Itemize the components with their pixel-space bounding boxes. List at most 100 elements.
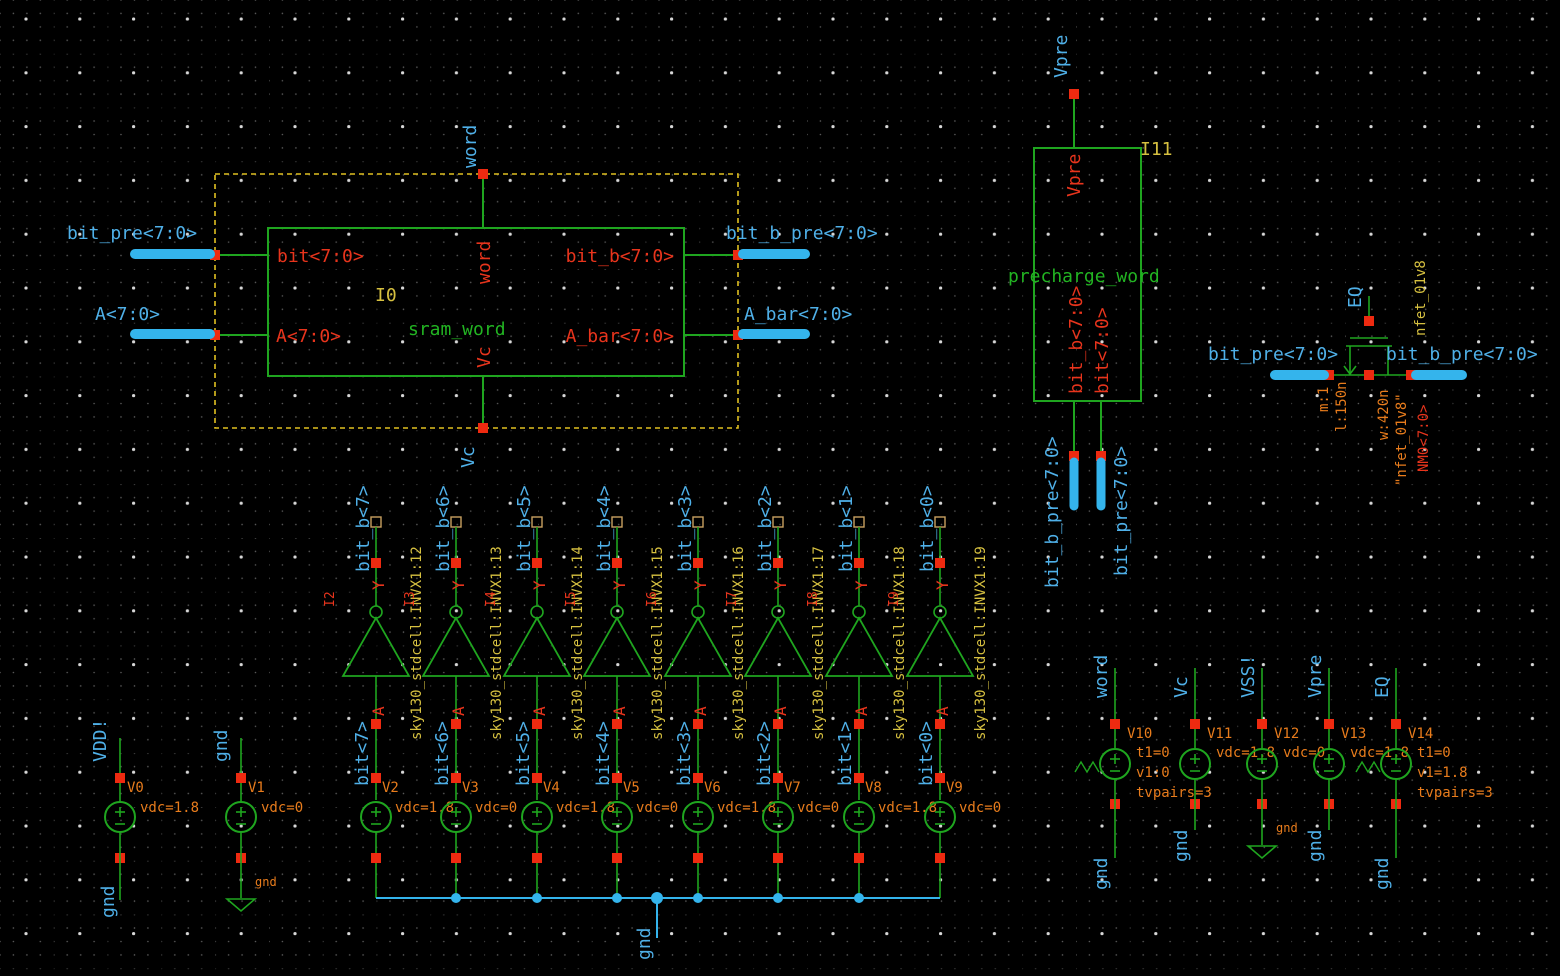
pin-src-bottom[interactable] (371, 853, 381, 863)
pin-src-top[interactable] (693, 773, 703, 783)
pin-label-a: A (691, 706, 710, 716)
pin-top[interactable] (1257, 719, 1267, 729)
pin-src-top[interactable] (371, 773, 381, 783)
source-param: v1:0 (1136, 765, 1170, 781)
cell-label: sky130_stdcell:INVX1:13 (489, 546, 505, 740)
source-name: V8 (865, 780, 882, 796)
pin-src-top[interactable] (612, 773, 622, 783)
pin-vc[interactable] (478, 423, 488, 433)
pin-y[interactable] (612, 558, 622, 568)
net-label-bottom: gnd (98, 885, 119, 918)
pin-top[interactable] (236, 773, 246, 783)
pin-word[interactable] (478, 169, 488, 179)
pin-a[interactable] (854, 719, 864, 729)
net-label-out: bit_b<4> (594, 485, 615, 572)
pin-y[interactable] (451, 558, 461, 568)
ground-icon (224, 898, 258, 913)
pin-label-vc: Vc (474, 346, 495, 368)
net-label-top: gnd (211, 729, 232, 762)
pin-bit-b[interactable] (733, 250, 743, 260)
pin-a[interactable] (935, 719, 945, 729)
sram-word-body[interactable] (267, 227, 685, 377)
pin-src-bottom[interactable] (773, 853, 783, 863)
sram-word-instance[interactable]: bit_pre<7:0> A<7:0> bit_b_pre<7:0> A_bar… (67, 125, 878, 468)
pin-a[interactable] (773, 719, 783, 729)
pin-y[interactable] (773, 558, 783, 568)
pin-a[interactable] (371, 719, 381, 729)
pin-bit[interactable] (210, 250, 220, 260)
pin-top[interactable] (1324, 719, 1334, 729)
param-model: "nfet_01v8" (1394, 393, 1410, 486)
pin-top[interactable] (115, 773, 125, 783)
cell-name-sram-word: sram_word (408, 319, 506, 340)
precharge-word-body[interactable] (1033, 147, 1142, 402)
source-param: vdc=0 (636, 800, 678, 816)
pin-src-top[interactable] (854, 773, 864, 783)
pin-a[interactable] (693, 719, 703, 729)
net-label-top: Vpre (1305, 655, 1326, 698)
pin-src-top[interactable] (935, 773, 945, 783)
source-name: V6 (704, 780, 721, 796)
pin-src-top[interactable] (532, 773, 542, 783)
cell-label: sky130_stdcell:INVX1:15 (650, 546, 666, 740)
pin-pc-bit-b[interactable] (1069, 451, 1079, 461)
source-name: V10 (1127, 726, 1152, 742)
pin-a[interactable] (210, 330, 220, 340)
pin-src-bottom[interactable] (612, 853, 622, 863)
net-label-out: bit_b<3> (675, 485, 696, 572)
nmos-transistor[interactable]: EQ bit_pre<7:0> bit_b_pre<7:0> nfet_01v8… (1208, 260, 1538, 486)
source-param: vdc=0 (959, 800, 1001, 816)
pin-y[interactable] (371, 558, 381, 568)
precharge-word-instance[interactable]: Vpre bit_b_pre<7:0> bit_pre<7:0> Vpre bi… (1008, 35, 1173, 588)
pin-src-bottom[interactable] (451, 853, 461, 863)
source-name: V0 (127, 780, 144, 796)
model-label: nfet_01v8 (1413, 260, 1429, 336)
pin-a[interactable] (612, 719, 622, 729)
pin-src-bottom[interactable] (532, 853, 542, 863)
pin-top[interactable] (1190, 719, 1200, 729)
pin-vpre[interactable] (1069, 89, 1079, 99)
net-label-out: bit_b<6> (433, 485, 454, 572)
pin-top[interactable] (1110, 719, 1120, 729)
instance-label: I6 (645, 591, 660, 607)
cell-name-precharge-word: precharge_word (1008, 266, 1160, 287)
net-label-in: bit<2> (754, 721, 775, 786)
pin-y[interactable] (532, 558, 542, 568)
pin-src-bottom[interactable] (693, 853, 703, 863)
pin-label-word: word (474, 241, 495, 284)
pin-src-top[interactable] (773, 773, 783, 783)
pin-a-bar[interactable] (733, 330, 743, 340)
pin-pc-bit[interactable] (1096, 451, 1106, 461)
net-label-gnd-bus: gnd (634, 927, 655, 960)
pin-src-bottom[interactable] (854, 853, 864, 863)
pin-label-y: Y (852, 580, 871, 590)
instance-label: I9 (887, 591, 902, 607)
pin-y[interactable] (935, 558, 945, 568)
pin-y[interactable] (693, 558, 703, 568)
pin-body[interactable] (1364, 370, 1374, 380)
instance-name-i11: I11 (1140, 139, 1173, 160)
pin-a[interactable] (451, 719, 461, 729)
pin-a[interactable] (532, 719, 542, 729)
pin-top[interactable] (1391, 719, 1401, 729)
pin-gate[interactable] (1364, 316, 1374, 326)
net-label-in: bit<6> (432, 721, 453, 786)
pin-src-bottom[interactable] (935, 853, 945, 863)
pin-src-top[interactable] (451, 773, 461, 783)
pin-y[interactable] (854, 558, 864, 568)
